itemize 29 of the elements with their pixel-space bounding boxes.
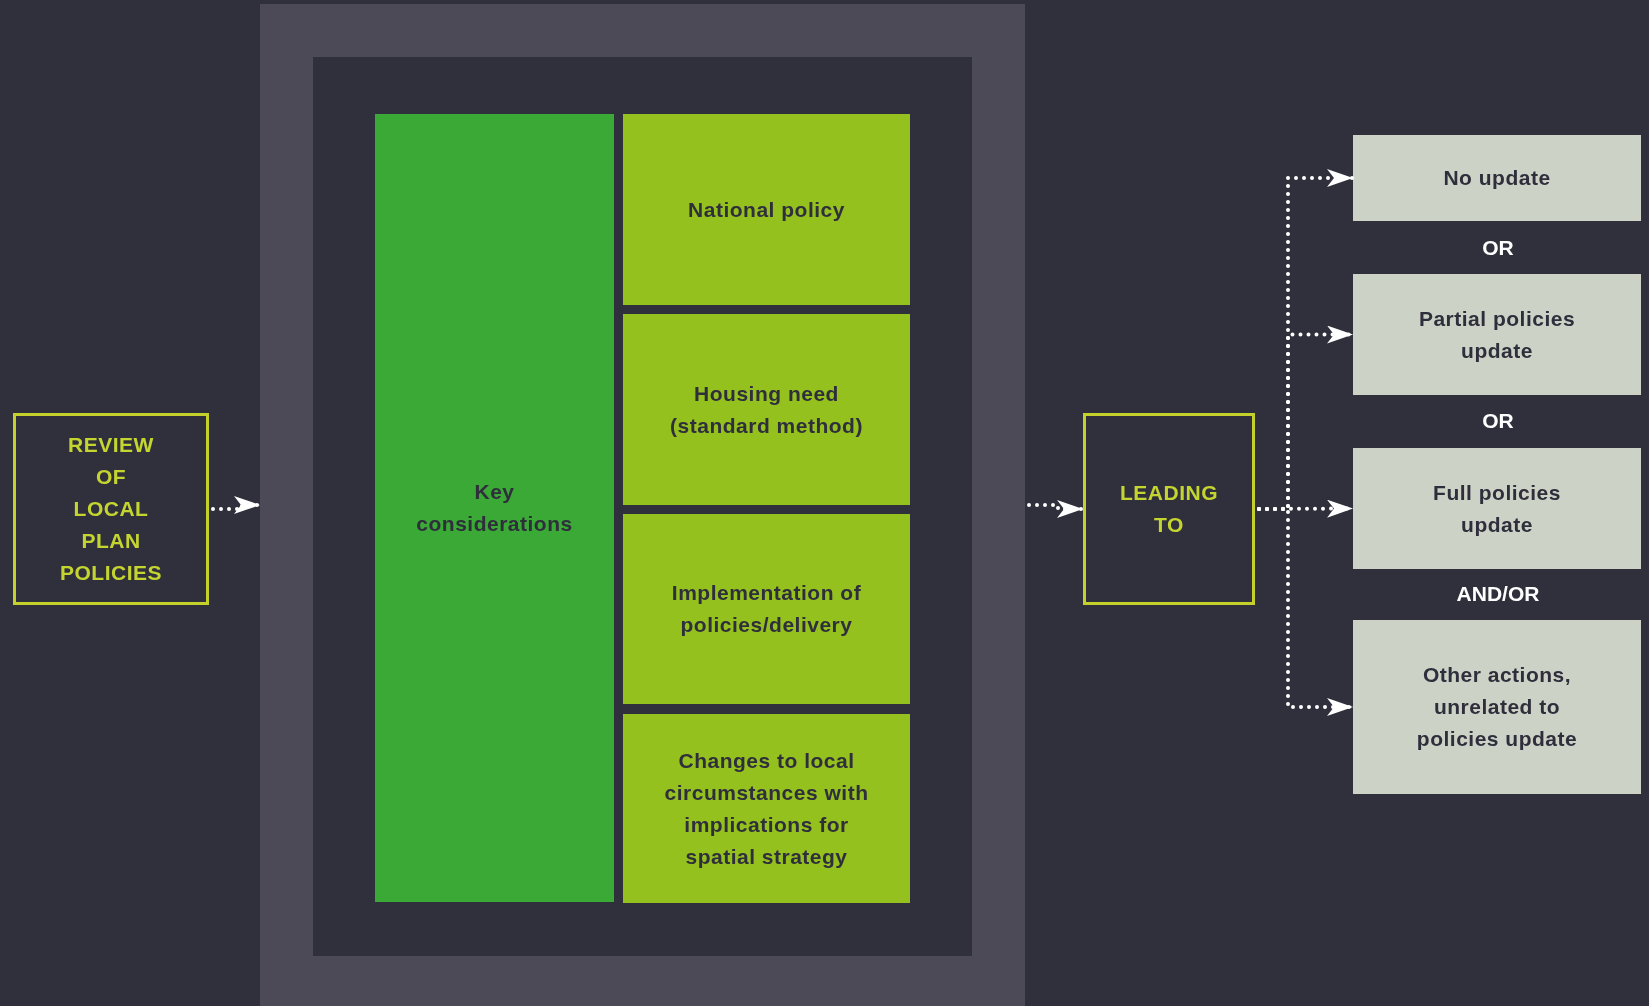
node-text: Implementation of policies/delivery [670,580,863,638]
consideration-box [623,714,910,903]
outcome-box [1353,274,1641,395]
node-text: No update [1442,165,1552,191]
node-text: National policy [687,196,846,223]
dotted-arrow [1027,500,1085,518]
outcome-box [1353,448,1641,569]
outlined-box [1083,413,1255,605]
connector-label: OR [1481,236,1515,260]
node-text: Key considerations [415,479,574,537]
consideration-box [623,314,910,505]
node-text: REVIEW OF LOCAL PLAN POLICIES [59,432,163,586]
category-box [375,114,614,902]
connector-label: OR [1481,409,1515,433]
node-text: Other actions, unrelated to policies update [1415,662,1579,752]
node-text: Full policies update [1432,479,1562,538]
node-text: LEADING TO [1119,480,1219,538]
node-text: Partial policies update [1417,305,1577,364]
node-text: Housing need (standard method) [669,380,864,439]
consideration-box [623,514,910,704]
outcome-box [1353,135,1641,221]
outcome-box [1353,620,1641,794]
consideration-box [623,114,910,305]
connector-label: AND/OR [1455,582,1541,606]
node-text: Changes to local circumstances with implications for spatial strategy [663,747,870,870]
dotted-arrow [1257,507,1355,716]
dotted-arrow [211,496,262,514]
panel-background [260,4,1025,1006]
outlined-box [13,413,209,605]
